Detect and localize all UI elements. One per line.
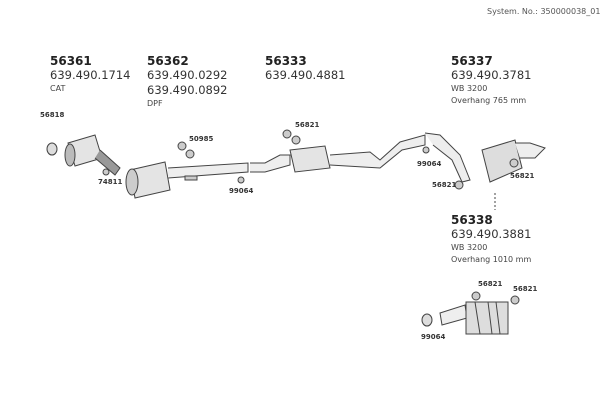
part-note: WB 3200 bbox=[451, 243, 488, 252]
callout-label[interactable]: 74811 bbox=[98, 178, 123, 186]
center-silencer-56333[interactable] bbox=[250, 134, 426, 173]
part-number[interactable]: 56361 bbox=[50, 54, 92, 68]
callout-label[interactable]: 56821 bbox=[513, 285, 538, 293]
oe-number: 639.490.1714 bbox=[50, 68, 131, 82]
part-group-56361: 56361 639.490.1714 CAT bbox=[50, 54, 130, 95]
system-number: System. No.: 350000038_01 bbox=[487, 7, 600, 16]
part-group-56362: 56362 639.490.0292 639.490.0892 DPF bbox=[147, 54, 227, 110]
callout-label[interactable]: 56821 bbox=[295, 121, 320, 129]
clamps[interactable] bbox=[102, 129, 520, 305]
part-note: Overhang 765 mm bbox=[451, 96, 527, 105]
part-group-56337: 56337 639.490.3781 WB 3200 Overhang 765 … bbox=[451, 54, 531, 107]
oe-number: 639.490.0892 bbox=[147, 83, 228, 97]
oe-number: 639.490.0292 bbox=[147, 68, 228, 82]
oe-number: 639.490.3781 bbox=[451, 68, 532, 82]
callout-label[interactable]: 50985 bbox=[189, 135, 214, 143]
part-note: Overhang 1010 mm bbox=[451, 255, 532, 264]
dpf-56362[interactable] bbox=[125, 161, 249, 199]
part-note: CAT bbox=[50, 84, 66, 93]
part-group-56333: 56333 639.490.4881 bbox=[265, 54, 345, 83]
part-number[interactable]: 56333 bbox=[265, 54, 307, 68]
rear-silencer-56338[interactable] bbox=[421, 301, 509, 335]
part-number[interactable]: 56362 bbox=[147, 54, 189, 68]
callout-label[interactable]: 99064 bbox=[229, 187, 254, 195]
part-note: DPF bbox=[147, 99, 163, 108]
callout-label[interactable]: 56821 bbox=[432, 181, 457, 189]
part-note: WB 3200 bbox=[451, 84, 488, 93]
part-group-56338: 56338 639.490.3881 WB 3200 Overhang 1010… bbox=[451, 213, 531, 266]
callout-label[interactable]: 99064 bbox=[421, 333, 446, 341]
callout-label[interactable]: 56821 bbox=[510, 172, 535, 180]
callout-label[interactable]: 56818 bbox=[40, 111, 65, 119]
callout-label[interactable]: 56821 bbox=[478, 280, 503, 288]
oe-number: 639.490.3881 bbox=[451, 227, 532, 241]
oe-number: 639.490.4881 bbox=[265, 68, 346, 82]
callout-label[interactable]: 99064 bbox=[417, 160, 442, 168]
pipe-56337[interactable] bbox=[424, 132, 546, 183]
part-number[interactable]: 56338 bbox=[451, 213, 493, 227]
part-number[interactable]: 56337 bbox=[451, 54, 493, 68]
catalytic-converter-56361[interactable] bbox=[46, 134, 121, 176]
